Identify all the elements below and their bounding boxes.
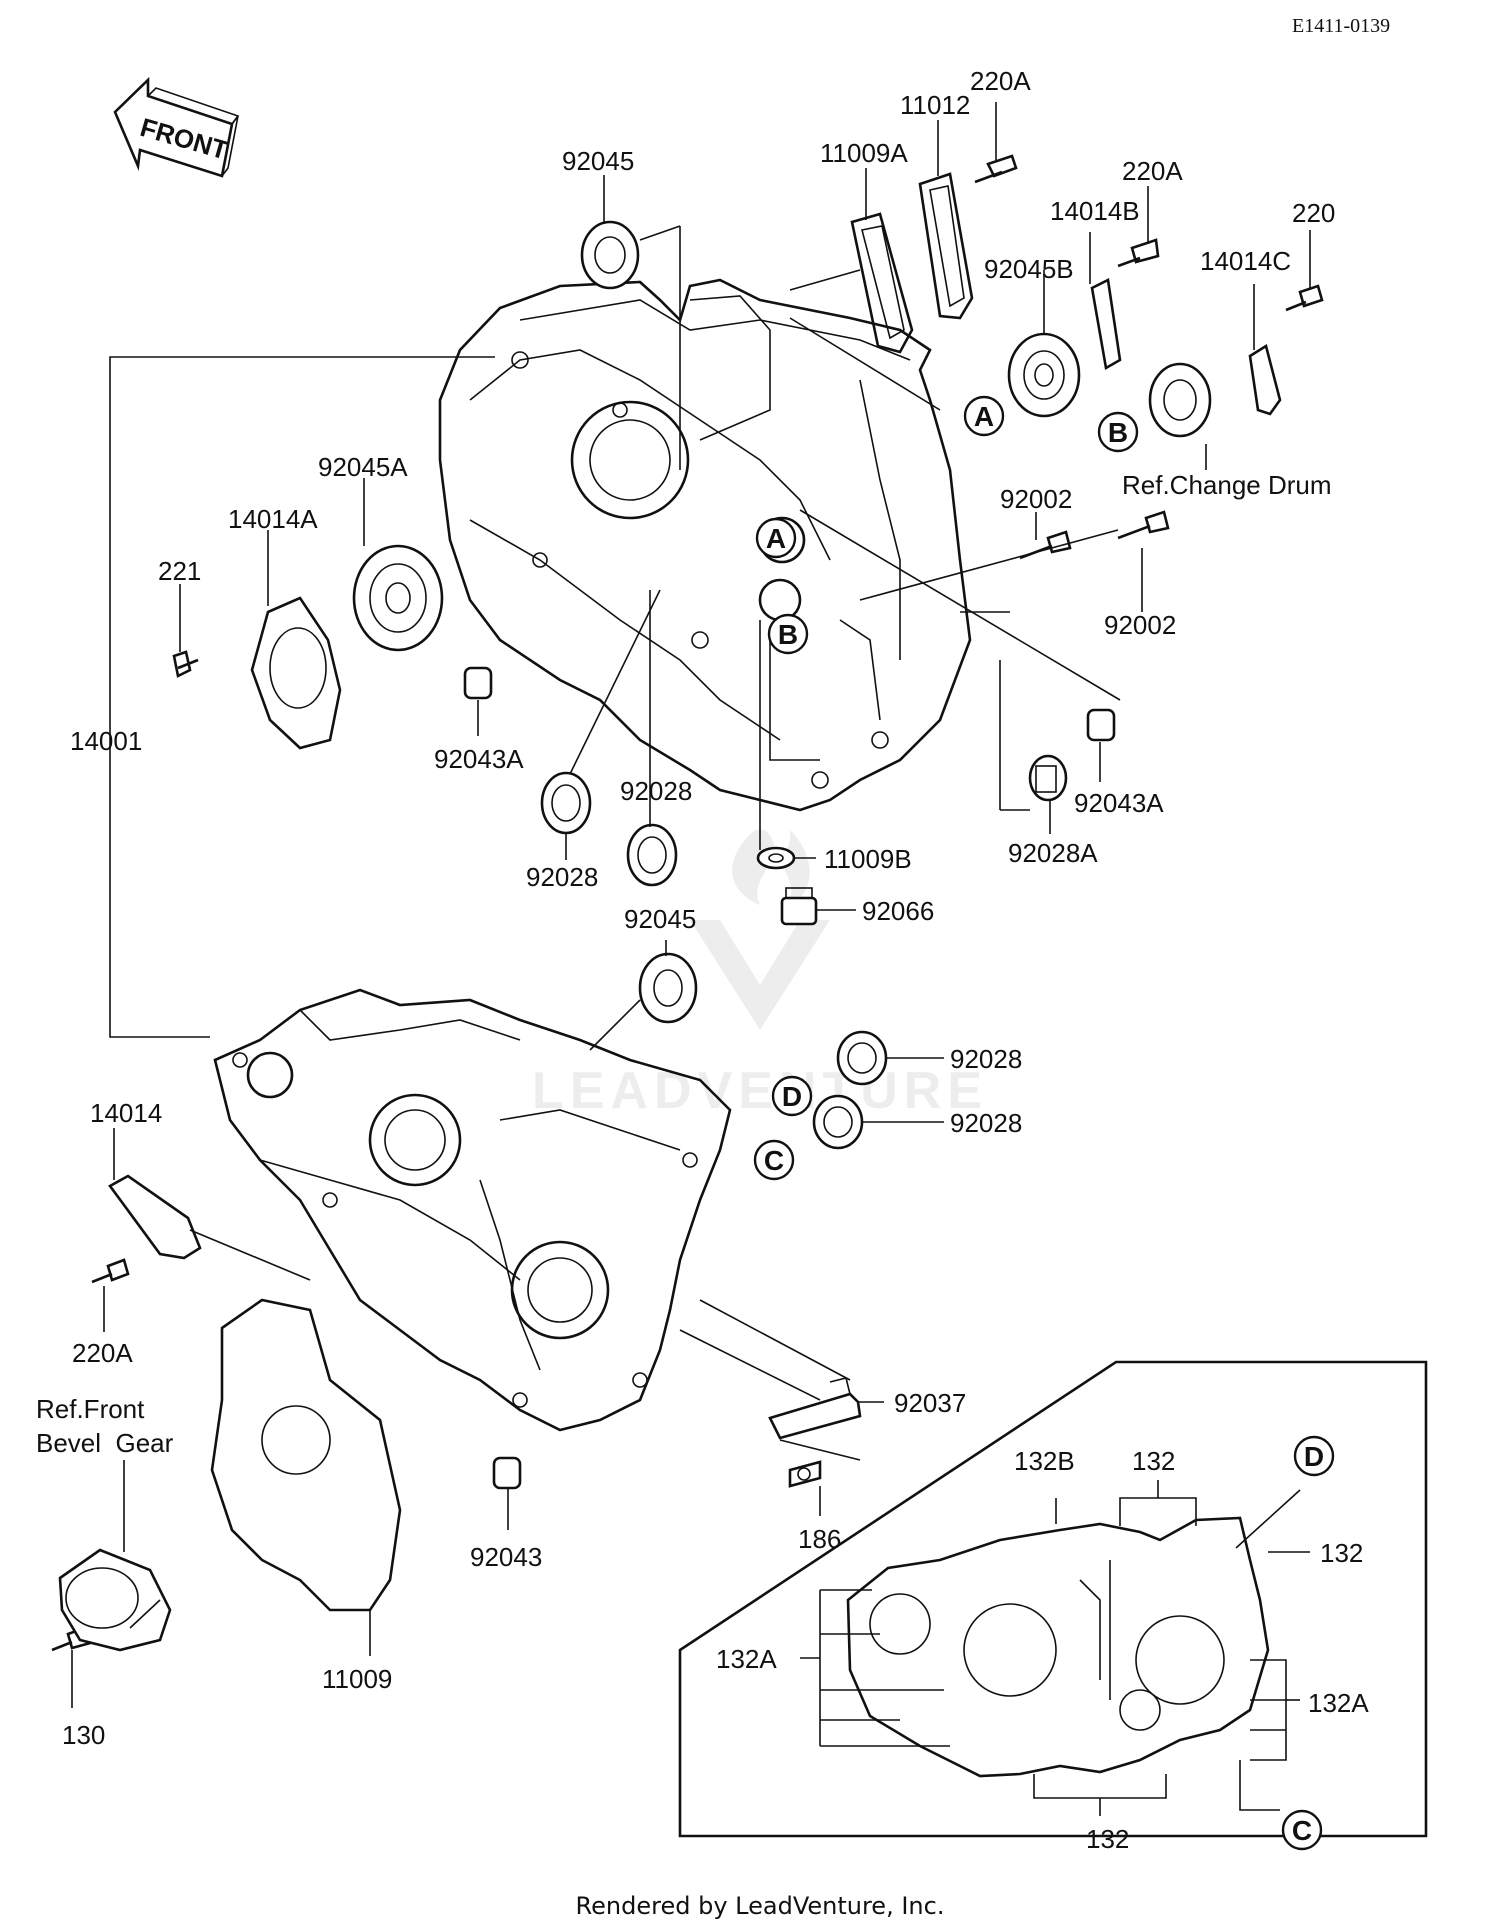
label-186: 186: [798, 1524, 841, 1554]
bushing-92028-b-icon: [626, 823, 678, 887]
label-11012: 11012: [900, 90, 970, 120]
footer-credit: Rendered by LeadVenture, Inc.: [576, 1892, 945, 1920]
plug-92066-icon: [780, 887, 818, 926]
label-92043: 92043: [470, 1542, 542, 1572]
label-92066: 92066: [862, 896, 934, 926]
label-132-right: 132: [1320, 1538, 1363, 1568]
plate-14014-icon: [108, 1174, 202, 1260]
ref-change-drum: Ref.Change Drum: [1122, 470, 1332, 500]
bushing-92028A-icon: [1028, 754, 1068, 802]
bolt-220A-top-icon: [974, 154, 1018, 184]
callout-A-top: A: [974, 401, 994, 432]
bolt-220-icon: [1285, 284, 1324, 312]
bolt-220A-mid-icon: [1117, 238, 1160, 268]
bushing-92043A-left-icon: [463, 666, 493, 700]
label-132A-right: 132A: [1308, 1688, 1369, 1718]
bolt-221-icon: [172, 650, 199, 678]
label-220A-mid: 220A: [1122, 156, 1183, 186]
label-14014C: 14014C: [1200, 246, 1291, 276]
bearing-92045A-icon: [352, 544, 444, 652]
bushing-92028-a-icon: [540, 771, 592, 835]
label-92045-top: 92045: [562, 146, 634, 176]
label-11009A: 11009A: [820, 138, 908, 168]
callout-A-case: A: [766, 523, 786, 554]
label-92043A-right: 92043A: [1074, 788, 1164, 818]
diagram-code: E1411-0139: [1292, 15, 1390, 37]
bearing-92045-top-icon: [580, 220, 640, 290]
label-92028-a: 92028: [620, 776, 692, 806]
label-14014B: 14014B: [1050, 196, 1140, 226]
gasket-11009-icon: [210, 1298, 402, 1612]
label-11009: 11009: [322, 1664, 392, 1694]
callout-B-case: B: [778, 619, 798, 650]
label-14001: 14001: [70, 726, 142, 756]
label-92002-a: 92002: [1000, 484, 1072, 514]
bracket-92037-icon: [768, 1377, 862, 1440]
stud-92002-b-icon: [1117, 510, 1170, 540]
front-arrow-icon: FRONT: [113, 76, 240, 178]
callout-D-inset: D: [1304, 1441, 1324, 1472]
label-14014: 14014: [90, 1098, 162, 1128]
lower-crankcase-half: [213, 988, 732, 1432]
label-220: 220: [1292, 198, 1335, 228]
label-92028-b: 92028: [526, 862, 598, 892]
bolt-186-icon: [788, 1460, 822, 1488]
callouts: A B A B D C D C: [753, 395, 1335, 1851]
callout-D-mid: D: [782, 1081, 802, 1112]
label-220A-top: 220A: [970, 66, 1031, 96]
label-132B: 132B: [1014, 1446, 1075, 1476]
leader-14001: [109, 356, 495, 1038]
reference-labels: Ref.Change Drum Ref.Front Bevel Gear: [36, 470, 1332, 1458]
gasket-bolt-inset: [678, 1360, 1428, 1838]
bearing-92045-mid-icon: [638, 952, 698, 1024]
fasteners: [51, 154, 1324, 1652]
part-labels: 220A 11012 11009A 92045 220A 14014B 220 …: [62, 66, 1369, 1854]
plate-11012-icon: [918, 172, 974, 320]
watermark-text: LEADVENTURE: [532, 1062, 988, 1120]
gasket-11009A-icon: [850, 212, 914, 354]
label-92045B: 92045B: [984, 254, 1074, 284]
cover-front-bevel-gear-icon: [58, 1548, 172, 1652]
watermark: LEADVENTURE: [532, 829, 988, 1120]
upper-crankcase-half: [438, 278, 972, 812]
label-132A-left: 132A: [716, 1644, 777, 1674]
label-92045A: 92045A: [318, 452, 408, 482]
bushings: [463, 666, 1116, 1490]
bushing-92028-d-icon: [812, 1094, 864, 1150]
label-92028A: 92028A: [1008, 838, 1098, 868]
label-221: 221: [158, 556, 201, 586]
label-130: 130: [62, 1720, 105, 1750]
callout-C-mid: C: [764, 1145, 784, 1176]
plate-14014C-icon: [1248, 343, 1282, 416]
label-14014A: 14014A: [228, 504, 318, 534]
label-11009B: 11009B: [824, 844, 912, 874]
plates: [58, 172, 1282, 1652]
label-92028-c: 92028: [950, 1044, 1022, 1074]
callout-C-inset: C: [1292, 1815, 1312, 1846]
bearing-change-drum-icon: [1148, 362, 1212, 438]
label-92043A-left: 92043A: [434, 744, 524, 774]
leader-lines: [71, 102, 1311, 1708]
label-92045-mid: 92045: [624, 904, 696, 934]
label-92002-b: 92002: [1104, 610, 1176, 640]
bushing-92043-icon: [492, 1456, 522, 1490]
label-92028-d: 92028: [950, 1108, 1022, 1138]
label-220A-low: 220A: [72, 1338, 133, 1368]
plate-14014B-icon: [1090, 278, 1122, 371]
washer-11009B-icon: [756, 846, 796, 870]
bearing-retainer-14014A-icon: [250, 596, 342, 750]
bearings: [250, 220, 1212, 1024]
label-132-top: 132: [1132, 1446, 1175, 1476]
bearing-92045B-icon: [1007, 332, 1081, 418]
ref-front-bevel-line1: Ref.Front: [36, 1394, 145, 1424]
bushing-92043A-right-icon: [1086, 708, 1116, 742]
callout-B-top: B: [1108, 417, 1128, 448]
bolt-220A-low-icon: [91, 1258, 130, 1284]
ref-front-bevel-line2: Bevel Gear: [36, 1428, 174, 1458]
label-92037: 92037: [894, 1388, 966, 1418]
bushing-92028-c-icon: [836, 1030, 888, 1086]
assembly-lines: [129, 225, 1121, 1629]
label-132-bottom: 132: [1086, 1824, 1129, 1854]
